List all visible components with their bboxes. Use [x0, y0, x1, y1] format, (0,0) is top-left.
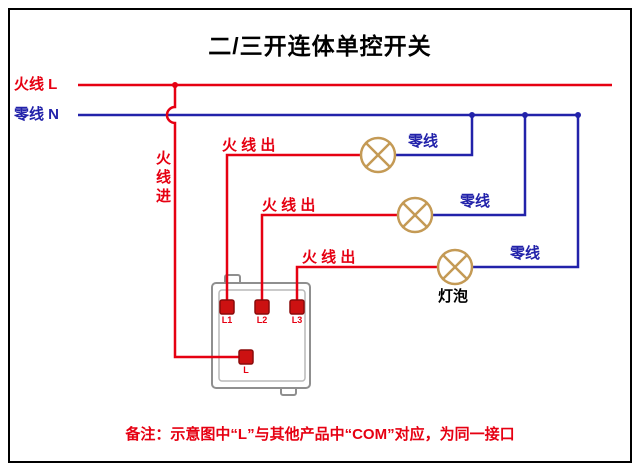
live-junction-dot [172, 82, 178, 88]
live-feed-to-switch [165, 85, 240, 359]
neutral-branch-label-1: 零线 [408, 133, 439, 150]
lamp-2 [396, 196, 434, 234]
lamp-cross [401, 201, 429, 229]
terminal-label-common: L [243, 365, 249, 375]
terminal-common-l [238, 349, 254, 365]
junction-dot [469, 112, 475, 118]
lamp-1 [359, 136, 397, 174]
junction-dot [575, 112, 581, 118]
terminal-l1 [219, 299, 235, 315]
live-out-label-3: 火 线 出 [302, 249, 356, 266]
page-title: 二/三开连体单控开关 [208, 33, 432, 59]
terminal-label-l1: L1 [221, 315, 233, 325]
lamp-cross [364, 141, 392, 169]
terminal-l2 [254, 299, 270, 315]
neutral-junction-dots [469, 112, 581, 118]
live-out-label-1: 火 线 出 [222, 137, 276, 154]
live-out-label-2: 火 线 出 [262, 197, 316, 214]
neutral-branch-2 [432, 115, 527, 217]
terminal-label-l3: L3 [291, 315, 303, 325]
neutral-branch-label-3: 零线 [510, 245, 541, 262]
terminal-label-l2: L2 [256, 315, 268, 325]
live-out-wire-1 [225, 153, 361, 301]
live-in-label: 火线进 [154, 150, 171, 207]
lamp-3 [436, 248, 474, 286]
neutral-branch-1 [395, 115, 474, 157]
live-wires [78, 83, 612, 359]
lamps [359, 136, 474, 286]
neutral-branch-label-2: 零线 [460, 193, 491, 210]
lamp-cross [441, 253, 469, 281]
footnote: 备注：示意图中“L”与其他产品中“COM”对应，为同一接口 [125, 426, 515, 443]
junction-dot [522, 112, 528, 118]
neutral-wires [78, 113, 580, 269]
terminal-l3 [289, 299, 305, 315]
live-line-label: 火线 L [14, 76, 58, 93]
live-out-wire-3 [295, 265, 438, 301]
live-out-wire-2 [260, 213, 398, 301]
neutral-branch-3 [472, 115, 580, 269]
bulb-label: 灯泡 [438, 288, 469, 305]
switch-terminals [219, 299, 305, 365]
switch-body [211, 274, 311, 396]
neutral-line-label: 零线 N [14, 106, 60, 123]
